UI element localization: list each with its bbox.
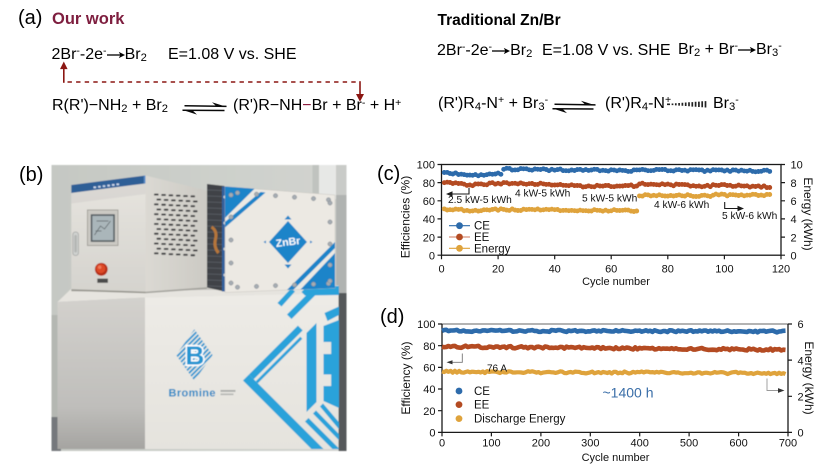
svg-text:100: 100 bbox=[417, 319, 435, 331]
svg-text:10: 10 bbox=[791, 160, 803, 172]
svg-text:700: 700 bbox=[779, 437, 797, 449]
svg-text:100: 100 bbox=[417, 160, 435, 172]
svg-text:Efficiency (%): Efficiency (%) bbox=[399, 341, 413, 414]
svg-text:0: 0 bbox=[798, 428, 804, 440]
svg-text:76 A: 76 A bbox=[487, 363, 507, 374]
svg-text:B: B bbox=[186, 341, 205, 371]
svg-text:0: 0 bbox=[439, 437, 445, 449]
svg-text:4 kW-6 kWh: 4 kW-6 kWh bbox=[654, 200, 709, 211]
svg-text:Energy (kWh): Energy (kWh) bbox=[802, 341, 816, 414]
svg-text:CE: CE bbox=[474, 221, 490, 233]
svg-text:CE: CE bbox=[474, 386, 490, 398]
svg-text:6: 6 bbox=[798, 319, 804, 331]
svg-text:ZnBr: ZnBr bbox=[275, 235, 301, 250]
svg-text:300: 300 bbox=[581, 437, 599, 449]
svg-text:100: 100 bbox=[482, 437, 500, 449]
svg-text:~1400 h: ~1400 h bbox=[603, 385, 654, 401]
svg-text:60: 60 bbox=[423, 363, 435, 375]
svg-text:Discharge Energy: Discharge Energy bbox=[474, 414, 566, 426]
svg-text:80: 80 bbox=[423, 341, 435, 353]
svg-text:40: 40 bbox=[423, 384, 435, 396]
svg-text:4 kW-5 kWh: 4 kW-5 kWh bbox=[515, 189, 570, 200]
svg-text:8: 8 bbox=[791, 178, 797, 190]
svg-text:20: 20 bbox=[492, 263, 504, 275]
svg-text:EE: EE bbox=[474, 232, 490, 244]
svg-text:20: 20 bbox=[423, 406, 435, 418]
svg-text:60: 60 bbox=[423, 196, 435, 208]
svg-text:EE: EE bbox=[474, 400, 490, 412]
svg-text:80: 80 bbox=[423, 178, 435, 190]
svg-text:100: 100 bbox=[715, 263, 733, 275]
svg-text:4: 4 bbox=[798, 355, 804, 367]
svg-text:Cycle number: Cycle number bbox=[582, 276, 650, 288]
svg-text:Efficiencies (%): Efficiencies (%) bbox=[399, 176, 413, 258]
svg-text:0: 0 bbox=[429, 428, 435, 440]
svg-text:600: 600 bbox=[729, 437, 747, 449]
svg-text:500: 500 bbox=[680, 437, 698, 449]
svg-text:80: 80 bbox=[662, 263, 674, 275]
svg-text:0: 0 bbox=[429, 250, 435, 262]
svg-text:6: 6 bbox=[791, 196, 797, 208]
svg-text:Bromine: Bromine bbox=[169, 388, 216, 400]
svg-text:40: 40 bbox=[423, 214, 435, 226]
svg-text:20: 20 bbox=[423, 232, 435, 244]
svg-text:0: 0 bbox=[791, 250, 797, 262]
svg-text:400: 400 bbox=[631, 437, 649, 449]
svg-text:0: 0 bbox=[438, 263, 444, 275]
svg-text:Cycle number: Cycle number bbox=[582, 452, 650, 464]
svg-text:5 kW-5 kWh: 5 kW-5 kWh bbox=[582, 194, 637, 205]
svg-text:2: 2 bbox=[791, 232, 797, 244]
svg-text:200: 200 bbox=[532, 437, 550, 449]
svg-text:Energy: Energy bbox=[474, 243, 511, 255]
svg-text:5 kW-6 kWh: 5 kW-6 kWh bbox=[722, 211, 777, 222]
svg-text:60: 60 bbox=[605, 263, 617, 275]
svg-text:2: 2 bbox=[798, 392, 804, 404]
svg-text:40: 40 bbox=[549, 263, 561, 275]
svg-text:B: B bbox=[186, 341, 205, 371]
svg-text:2.5 kW-5 kWh: 2.5 kW-5 kWh bbox=[448, 195, 512, 206]
svg-text:120: 120 bbox=[772, 263, 790, 275]
svg-text:Energy (kWh): Energy (kWh) bbox=[801, 177, 815, 250]
svg-text:4: 4 bbox=[791, 214, 797, 226]
